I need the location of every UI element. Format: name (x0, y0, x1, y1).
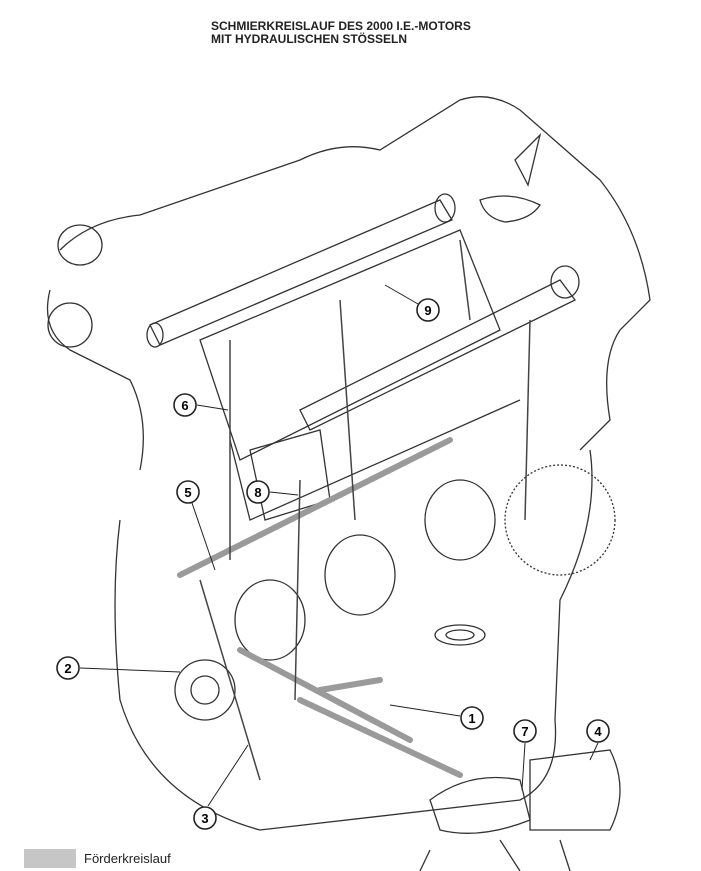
callout-5: 5 (176, 480, 216, 571)
svg-text:5: 5 (184, 485, 191, 500)
callout-6: 6 (173, 393, 229, 417)
callout-3: 3 (193, 744, 249, 830)
callout-4: 4 (586, 719, 610, 761)
legend-label: Förderkreislauf (84, 851, 171, 866)
svg-text:1: 1 (468, 711, 475, 726)
callout-9: 9 (384, 284, 440, 322)
oil-lines (199, 239, 531, 781)
callout-8: 8 (246, 480, 299, 504)
legend: Förderkreislauf (24, 849, 171, 868)
legend-swatch (24, 849, 76, 868)
title-line-1: SCHMIERKREISLAUF DES 2000 I.E.-MOTORS (211, 19, 471, 33)
callout-1: 1 (389, 704, 484, 730)
svg-text:4: 4 (594, 724, 602, 739)
oil-feed-circuit (177, 437, 463, 778)
callouts: 1 2 3 4 5 6 7 8 9 (56, 284, 610, 830)
callout-7: 7 (513, 719, 537, 791)
title-line-2: MIT HYDRAULISCHEN STÖSSELN (211, 32, 408, 46)
svg-text:7: 7 (521, 724, 528, 739)
svg-text:8: 8 (254, 485, 261, 500)
svg-text:6: 6 (181, 398, 188, 413)
engine-outline (46, 96, 651, 871)
svg-text:9: 9 (424, 303, 431, 318)
svg-text:3: 3 (201, 811, 208, 826)
svg-text:2: 2 (64, 661, 71, 676)
callout-2: 2 (56, 656, 181, 680)
diagram-title: SCHMIERKREISLAUF DES 2000 I.E.-MOTORS MI… (211, 20, 471, 46)
